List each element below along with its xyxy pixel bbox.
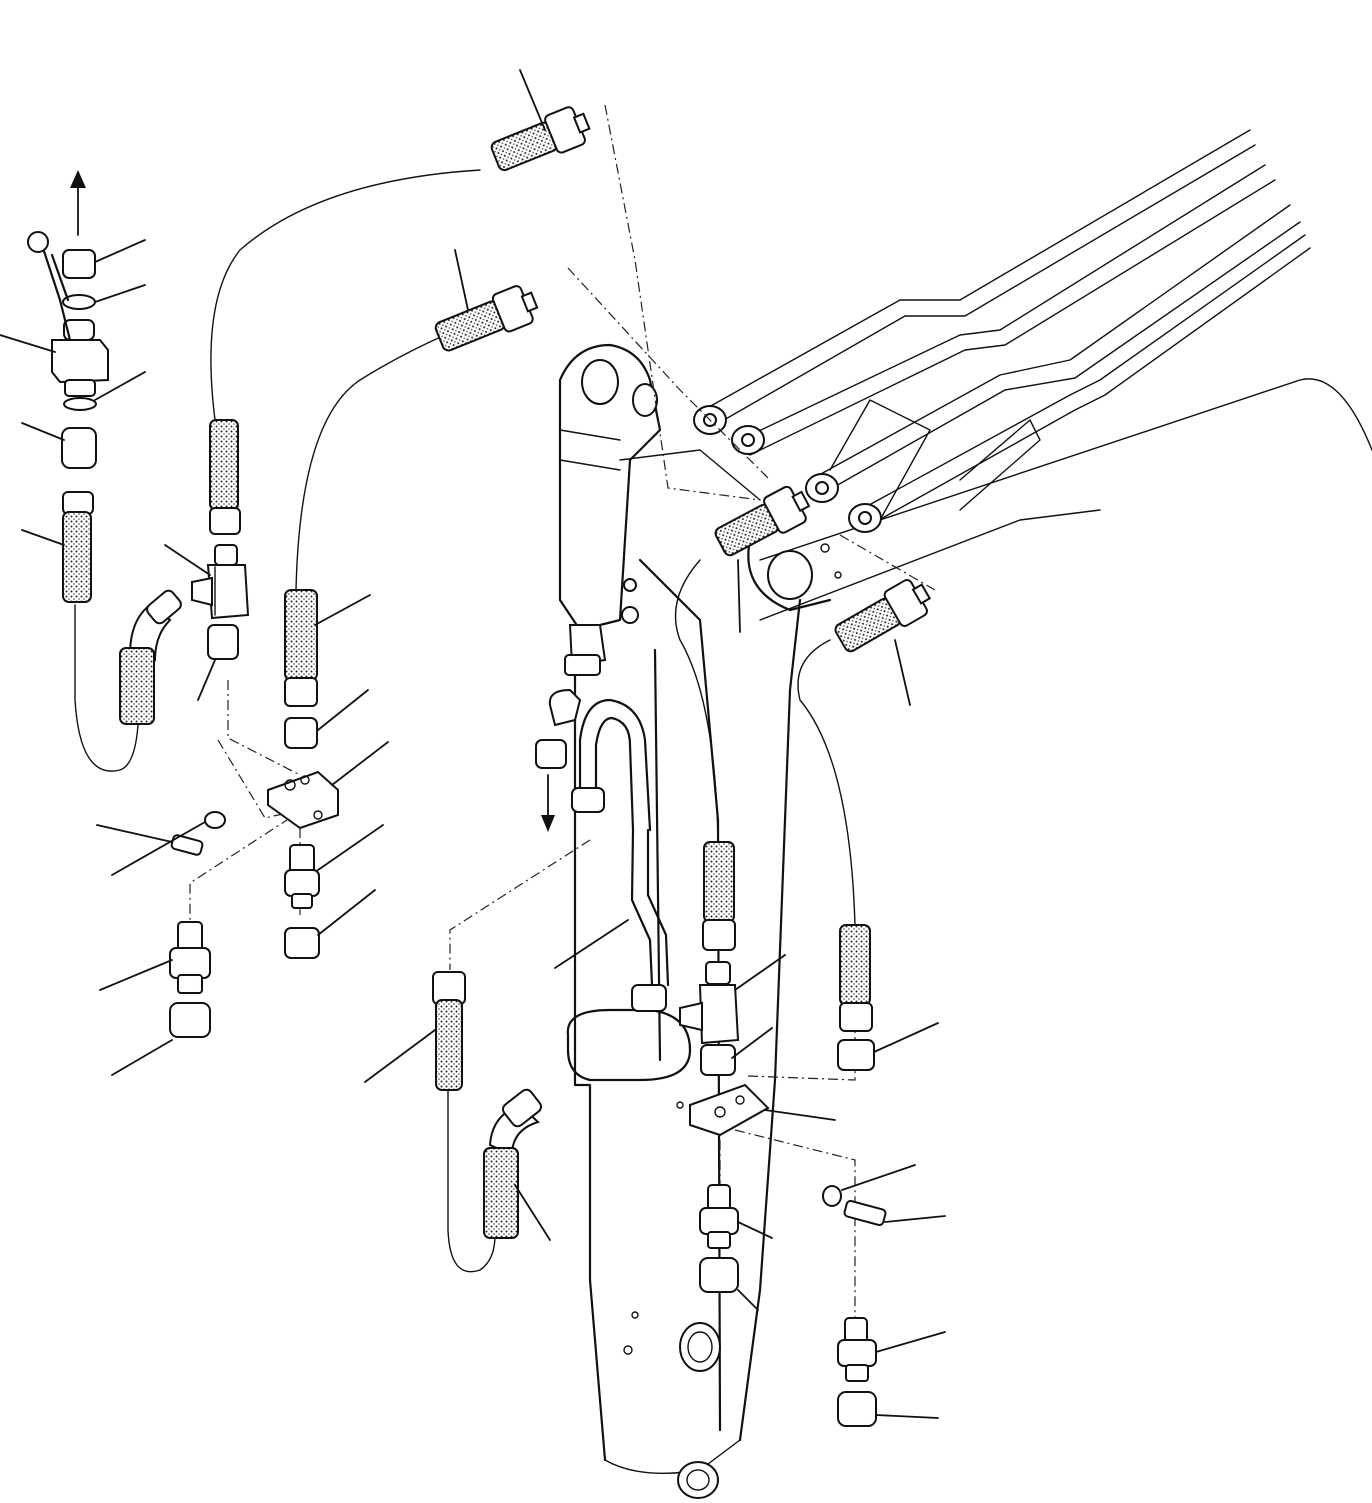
leader-hose-mid xyxy=(314,594,371,626)
callout-leaders xyxy=(0,69,946,1419)
shutoff-valve-assembly xyxy=(27,170,139,772)
leader-valve xyxy=(0,334,56,353)
leader-oring-mid xyxy=(94,371,146,401)
leader-oring-top xyxy=(94,284,146,303)
u-pipe xyxy=(571,698,670,1012)
right-middle-tee-group xyxy=(674,485,811,1293)
leader-nut-left xyxy=(197,659,216,701)
middle-left-hose xyxy=(284,334,446,749)
leader-hose-lower xyxy=(364,1029,436,1083)
leader-adapter-left xyxy=(99,959,173,991)
far-right-hose-group xyxy=(797,579,932,1427)
leader-lockwasher-left xyxy=(111,821,206,876)
leader-bracket-left xyxy=(331,741,389,786)
left-elbow-hose xyxy=(119,589,182,725)
leader-nut-right-low xyxy=(737,1289,759,1311)
leader-nut-mid xyxy=(21,422,65,441)
leader-union-left xyxy=(317,824,384,871)
leader-washer xyxy=(317,689,369,731)
leader-hose-top xyxy=(519,69,546,131)
leader-hose-right xyxy=(894,639,911,706)
left-bracket-group xyxy=(169,770,339,1038)
leader-nut-bottom-left xyxy=(111,1039,173,1076)
leader-top-nut xyxy=(94,239,146,263)
flow-arrow-down xyxy=(541,774,555,832)
leader-nut-bottom-right xyxy=(875,1414,939,1419)
leader-hose-upper xyxy=(454,249,469,311)
leader-tee-left xyxy=(164,544,211,576)
leader-elbow-hose xyxy=(514,1184,551,1241)
lower-left-hose xyxy=(432,971,542,1273)
pipe-end-fittings xyxy=(693,405,882,533)
left-tee-group xyxy=(191,169,481,660)
leader-adapter-right xyxy=(737,1221,773,1239)
swivel-joint xyxy=(535,624,607,769)
leader-bolt-right xyxy=(884,1215,946,1223)
leader-nut-far-right xyxy=(873,1022,939,1053)
leader-hose-right-top xyxy=(737,559,741,633)
leader-lockwasher-right xyxy=(841,1164,916,1191)
leader-nut-lower-left xyxy=(317,889,376,936)
arrow-down-icon xyxy=(541,815,555,832)
leader-nut-right xyxy=(731,1027,773,1059)
top-hose-ends xyxy=(434,106,591,352)
leader-bracket-right xyxy=(764,1109,836,1121)
leader-bolt-left xyxy=(96,824,173,843)
leader-union-right xyxy=(875,1331,946,1353)
leader-pipe xyxy=(554,919,629,969)
leader-tee-right xyxy=(734,954,786,991)
leader-hose-left xyxy=(21,529,65,546)
boom-pipes xyxy=(699,129,1372,621)
arrow-up-icon xyxy=(70,170,86,188)
